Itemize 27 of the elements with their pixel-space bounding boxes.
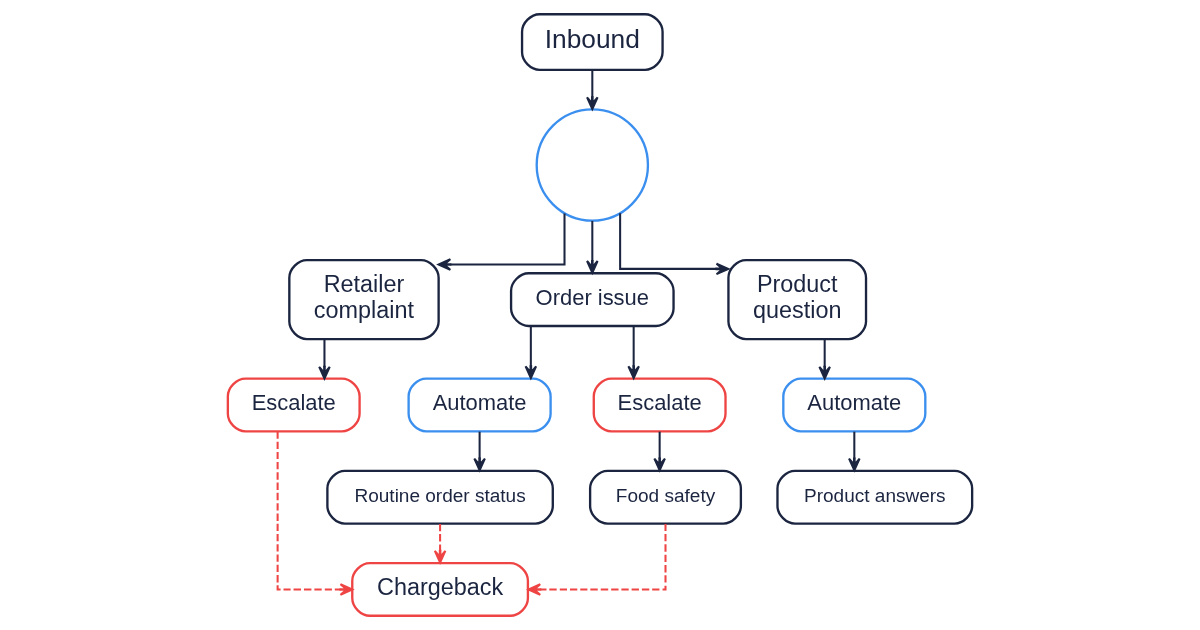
arrow bbox=[437, 213, 566, 271]
arrow bbox=[818, 339, 831, 380]
arrow bbox=[524, 326, 538, 380]
arrow bbox=[848, 431, 861, 472]
arrow bbox=[586, 69, 599, 111]
arrow bbox=[527, 523, 667, 596]
arrow bbox=[473, 431, 486, 472]
arrow bbox=[586, 220, 599, 274]
node-circle bbox=[535, 108, 650, 222]
node-box: Product question bbox=[727, 258, 868, 341]
node-box: Routine order status bbox=[326, 469, 554, 525]
node-box: Escalate bbox=[226, 377, 361, 433]
arrow bbox=[619, 213, 730, 276]
node-box: Inbound bbox=[520, 13, 664, 71]
arrow bbox=[653, 431, 666, 472]
arrow bbox=[318, 339, 331, 380]
node-box: Retailer complaint bbox=[288, 258, 440, 341]
node-box: Food safety bbox=[588, 469, 743, 525]
node-box: Order issue bbox=[509, 272, 675, 328]
arrow bbox=[627, 326, 640, 380]
node-box: Escalate bbox=[592, 377, 727, 433]
node-box: Automate bbox=[782, 377, 927, 433]
arrow bbox=[276, 431, 354, 596]
arrow bbox=[433, 523, 447, 564]
node-box: Product answers bbox=[776, 469, 974, 525]
node-box: Automate bbox=[407, 377, 552, 433]
node-box: Chargeback bbox=[351, 561, 530, 617]
